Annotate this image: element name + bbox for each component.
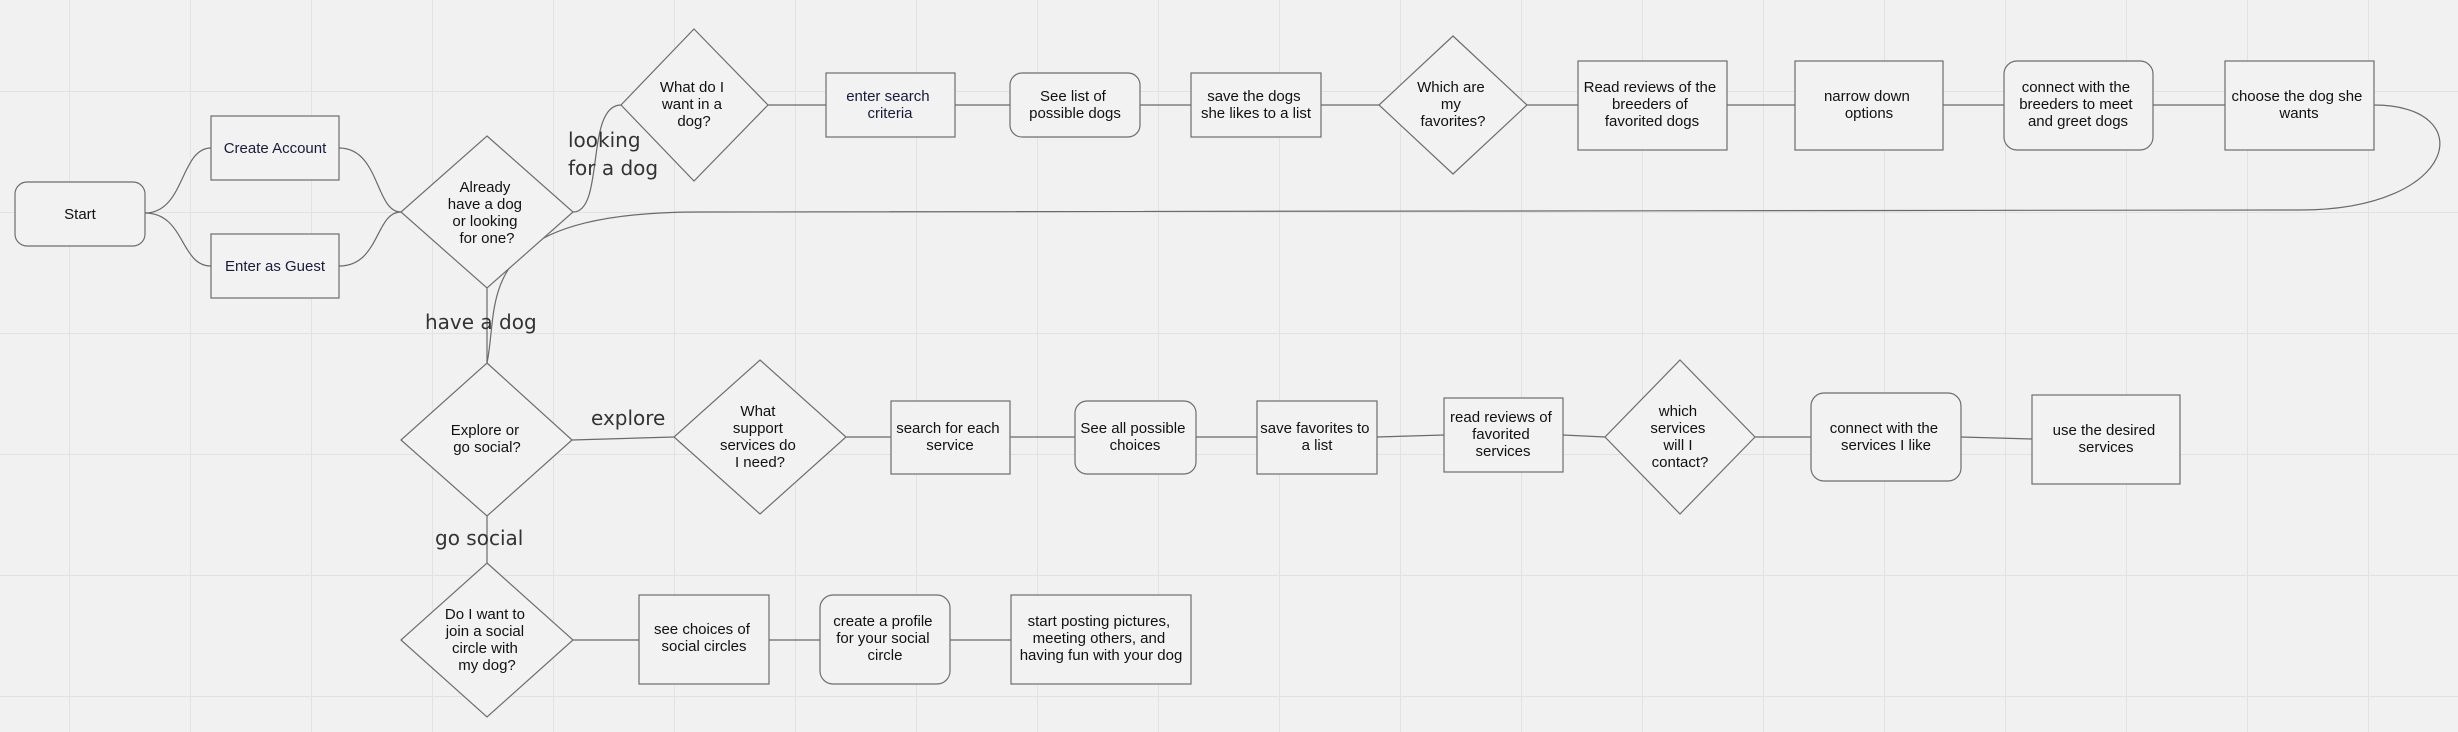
already-have-text: Already have a dog or looking for one? xyxy=(448,179,526,247)
already-have-shape xyxy=(400,135,574,289)
choose-dog-text: choose the dog she wants xyxy=(2231,88,2366,122)
choose-dog-shape xyxy=(2224,60,2375,151)
edge-start-create xyxy=(144,147,212,214)
see-social-text: see choices of social circles xyxy=(654,621,754,655)
node-which-services[interactable]: which services will I contact? xyxy=(1604,359,1756,515)
connect-breeders-text: connect with the breeders to meet and gr… xyxy=(2019,79,2137,130)
start-shape xyxy=(14,181,146,247)
node-what-support[interactable]: What support services do I need? xyxy=(673,359,847,515)
connect-services-shape xyxy=(1810,392,1962,482)
edge-read-whichsvc xyxy=(1562,434,1606,438)
node-read-reviews-breeders[interactable]: Read reviews of the breeders of favorite… xyxy=(1577,60,1728,151)
what-want-shape xyxy=(620,28,769,182)
create-account-text: Create Account xyxy=(224,140,327,157)
use-services-text: use the desired services xyxy=(2053,422,2160,456)
node-enter-guest[interactable]: Enter as Guest xyxy=(210,233,340,299)
node-create-account[interactable]: Create Account xyxy=(210,115,340,181)
edge-save-read xyxy=(1376,434,1445,438)
edge-label-looking: looking for a dog xyxy=(568,128,658,180)
what-support-shape xyxy=(673,359,847,515)
which-services-text: which services will I contact? xyxy=(1650,403,1709,471)
create-profile-shape xyxy=(819,594,951,685)
node-what-want[interactable]: What do I want in a dog? xyxy=(620,28,769,182)
enter-search-text: enter search criteria xyxy=(846,88,934,122)
node-narrow-down[interactable]: narrow down options xyxy=(1794,60,1944,151)
edge-label-go-social: go social xyxy=(435,526,523,550)
node-read-reviews-services[interactable]: read reviews of favorited services xyxy=(1443,397,1564,473)
edge-start-guest xyxy=(144,212,212,267)
save-favorites-shape xyxy=(1256,400,1378,475)
node-see-choices[interactable]: See all possible choices xyxy=(1074,400,1197,475)
start-text: Start xyxy=(64,206,97,223)
create-profile-text: create a profile for your social circle xyxy=(833,613,936,664)
connect-services-text: connect with the services I like xyxy=(1830,420,1943,454)
node-start[interactable]: Start xyxy=(14,181,146,247)
edge-already-whatwant xyxy=(572,104,622,213)
save-dogs-text: save the dogs she likes to a list xyxy=(1201,88,1312,122)
start-posting-shape xyxy=(1010,594,1192,685)
node-enter-search[interactable]: enter search criteria xyxy=(825,72,956,138)
edge-choose-loopback xyxy=(486,104,2441,364)
what-support-text: What support services do I need? xyxy=(720,403,800,471)
node-search-service[interactable]: search for each service xyxy=(890,400,1011,475)
node-which-favorites[interactable]: Which are my favorites? xyxy=(1378,35,1528,175)
see-choices-shape xyxy=(1074,400,1197,475)
search-service-text: search for each service xyxy=(896,420,1004,454)
save-favorites-text: save favorites to a list xyxy=(1260,420,1373,454)
enter-guest-text: Enter as Guest xyxy=(225,258,326,275)
read-reviews-services-shape xyxy=(1443,397,1564,473)
create-account-shape xyxy=(210,115,340,181)
read-reviews-services-text: read reviews of favorited services xyxy=(1450,409,1556,460)
save-dogs-shape xyxy=(1190,72,1322,138)
edge-explore-support xyxy=(571,436,675,441)
join-social-shape xyxy=(400,562,574,718)
join-social-text: Do I want to join a social circle with m… xyxy=(445,606,529,674)
explore-social-shape xyxy=(400,362,573,517)
node-explore-social[interactable]: Explore or go social? xyxy=(400,362,573,517)
node-see-list[interactable]: See list of possible dogs xyxy=(1009,72,1141,138)
see-social-shape xyxy=(638,594,770,685)
node-use-services[interactable]: use the desired services xyxy=(2031,394,2181,485)
node-join-social[interactable]: Do I want to join a social circle with m… xyxy=(400,562,574,718)
edge-create-already xyxy=(338,147,402,213)
read-reviews-breeders-text: Read reviews of the breeders of favorite… xyxy=(1584,79,1721,130)
start-posting-text: start posting pictures, meeting others, … xyxy=(1020,613,1183,664)
see-choices-text: See all possible choices xyxy=(1080,420,1189,454)
edge-label-explore: explore xyxy=(591,406,665,430)
see-list-shape xyxy=(1009,72,1141,138)
node-connect-breeders[interactable]: connect with the breeders to meet and gr… xyxy=(2003,60,2154,151)
edge-connect-use xyxy=(1960,436,2033,440)
narrow-down-shape xyxy=(1794,60,1944,151)
node-create-profile[interactable]: create a profile for your social circle xyxy=(819,594,951,685)
node-save-favorites[interactable]: save favorites to a list xyxy=(1256,400,1378,475)
enter-guest-shape xyxy=(210,233,340,299)
which-favorites-text: Which are my favorites? xyxy=(1417,79,1489,130)
connect-breeders-shape xyxy=(2003,60,2154,151)
what-want-text: What do I want in a dog? xyxy=(660,79,728,130)
see-list-text: See list of possible dogs xyxy=(1029,88,1121,122)
enter-search-shape xyxy=(825,72,956,138)
read-reviews-breeders-shape xyxy=(1577,60,1728,151)
edges xyxy=(144,104,2441,641)
node-choose-dog[interactable]: choose the dog she wants xyxy=(2224,60,2375,151)
which-favorites-shape xyxy=(1378,35,1528,175)
node-already-have[interactable]: Already have a dog or looking for one? xyxy=(400,135,574,289)
edge-label-have-dog: have a dog xyxy=(425,310,537,334)
edge-guest-already xyxy=(338,211,402,267)
node-start-posting[interactable]: start posting pictures, meeting others, … xyxy=(1010,594,1192,685)
node-see-social[interactable]: see choices of social circles xyxy=(638,594,770,685)
narrow-down-text: narrow down options xyxy=(1824,88,1914,122)
explore-social-text: Explore or go social? xyxy=(451,422,524,456)
which-services-shape xyxy=(1604,359,1756,515)
use-services-shape xyxy=(2031,394,2181,485)
search-service-shape xyxy=(890,400,1011,475)
node-connect-services[interactable]: connect with the services I like xyxy=(1810,392,1962,482)
node-save-dogs[interactable]: save the dogs she likes to a list xyxy=(1190,72,1322,138)
